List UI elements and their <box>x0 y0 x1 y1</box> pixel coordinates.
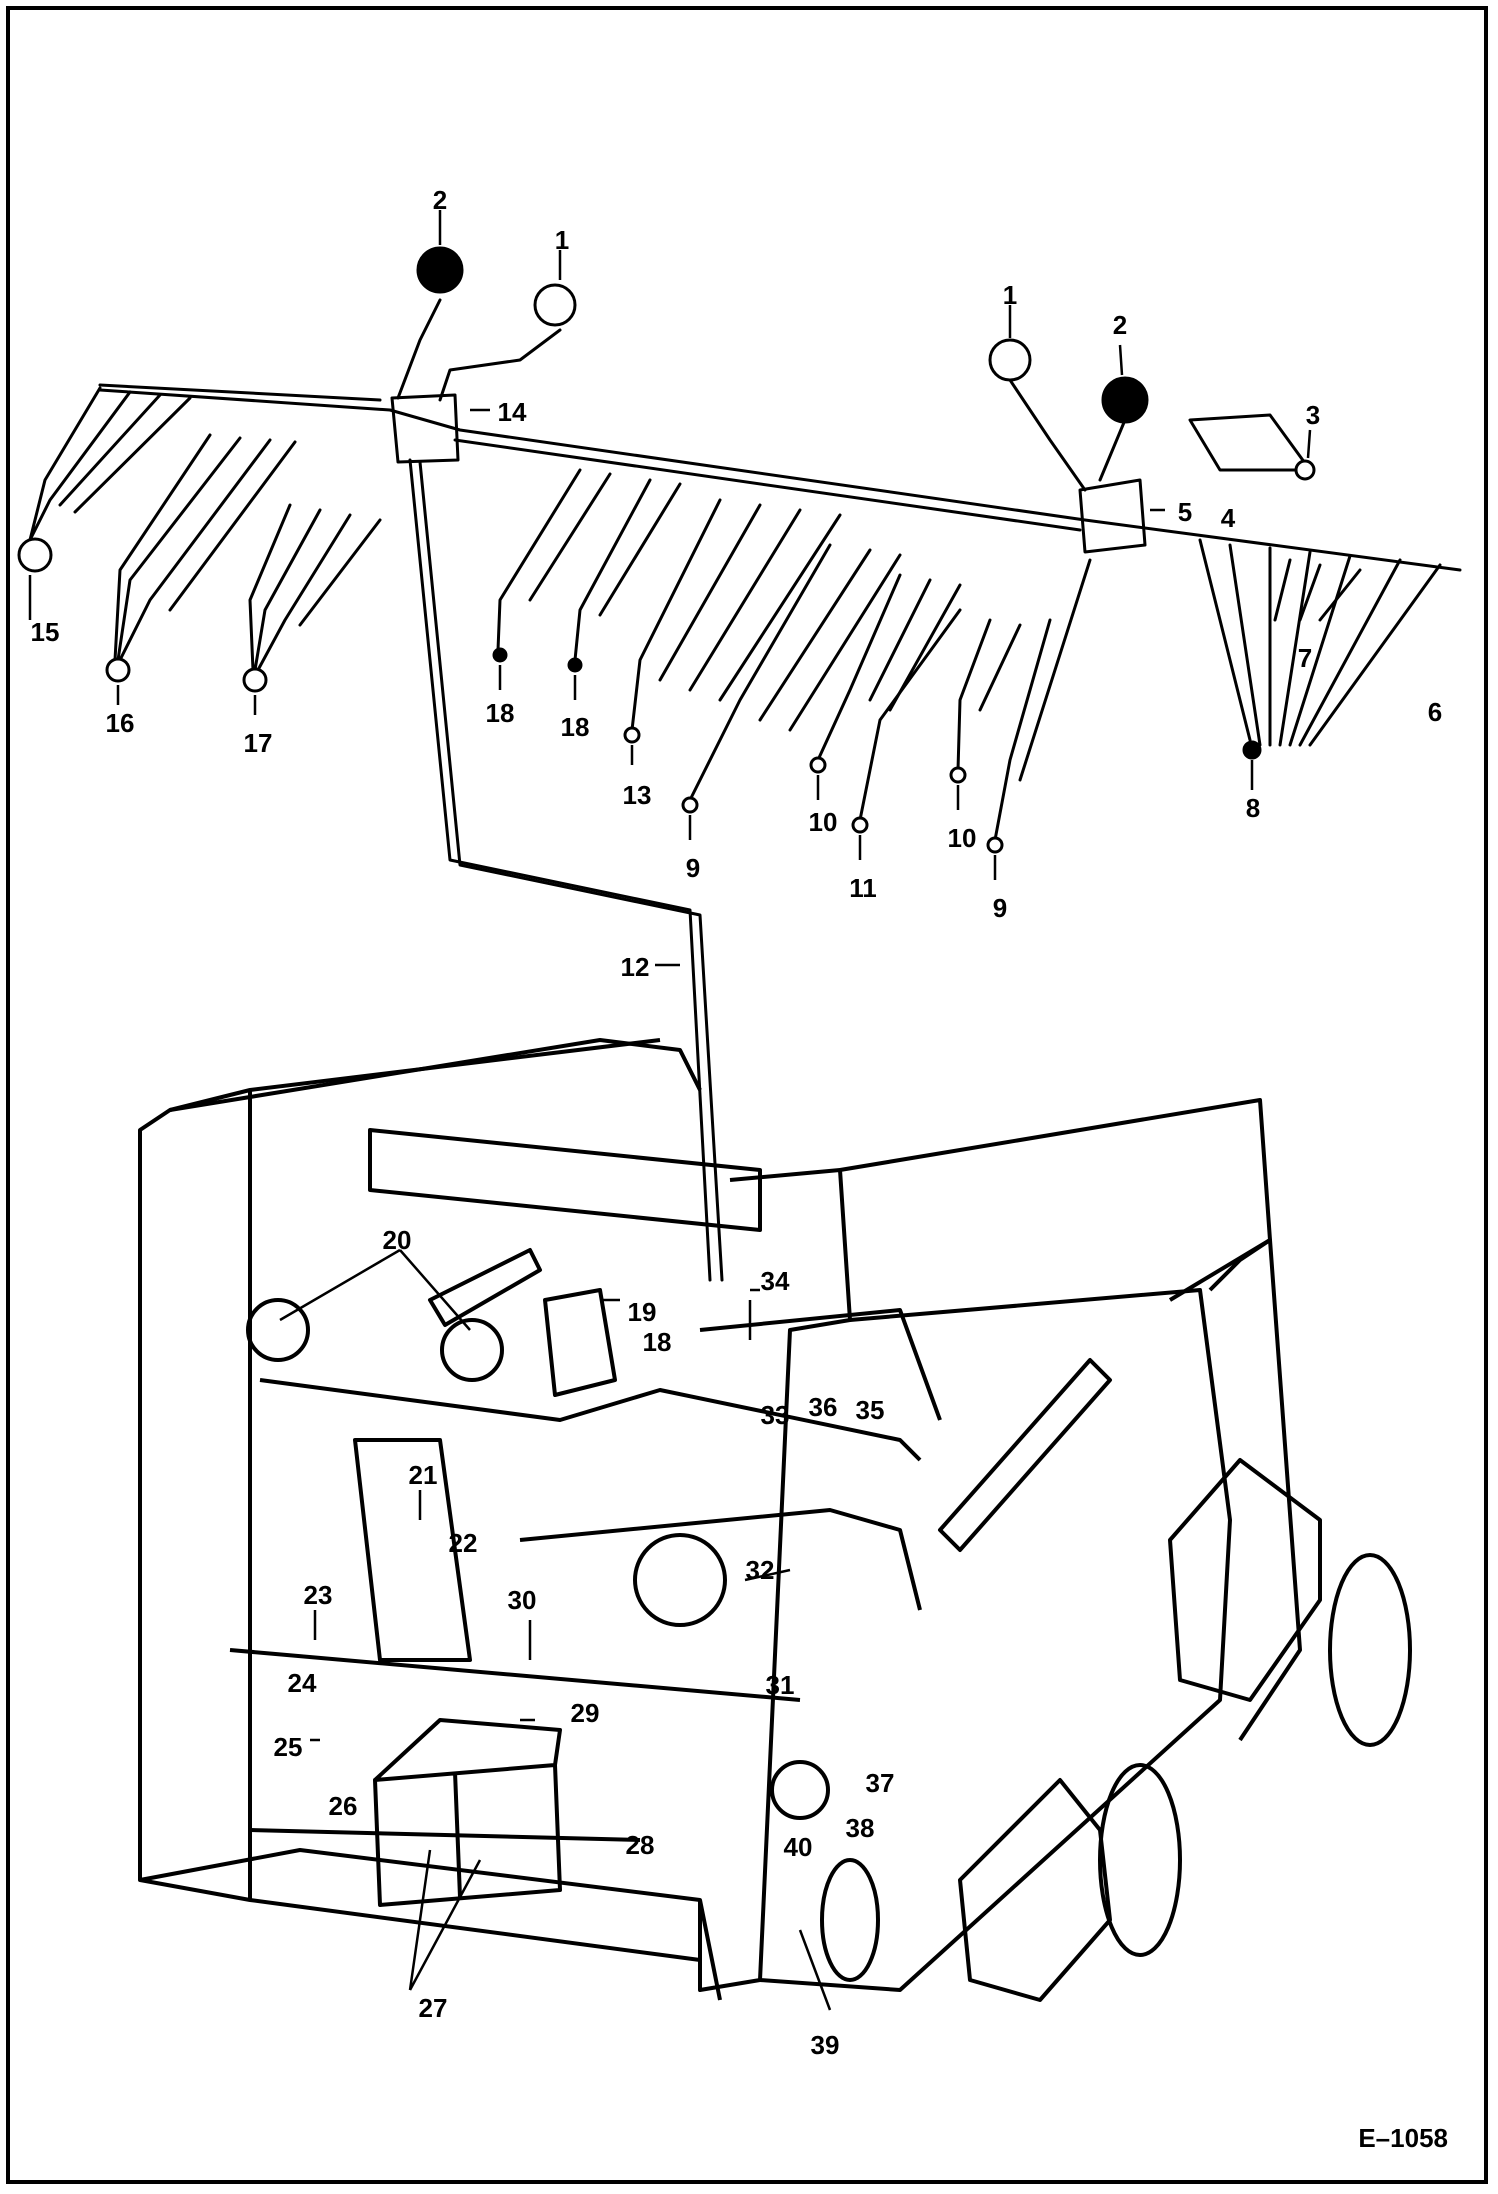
connector-17-icon <box>242 667 268 693</box>
callout-10-b: 10 <box>947 823 977 853</box>
crossmember <box>368 1128 762 1232</box>
harness-12 <box>408 458 712 1282</box>
callout-34: 34 <box>760 1266 790 1296</box>
callout-7: 7 <box>1297 643 1313 673</box>
harness-branch-15 <box>28 386 192 542</box>
bracket-5 <box>1078 478 1147 554</box>
callout-24: 24 <box>287 1668 317 1698</box>
access-hole <box>820 1858 880 1982</box>
lamp-20b-icon <box>440 1318 504 1382</box>
lamp-1-right-icon <box>988 338 1032 382</box>
callout-26: 26 <box>328 1791 358 1821</box>
callout-40: 40 <box>783 1832 813 1862</box>
callout-35: 35 <box>855 1395 885 1425</box>
harness-branch-9a <box>688 543 902 802</box>
callout-18-a: 18 <box>485 698 515 728</box>
callout-13: 13 <box>622 780 652 810</box>
harness-branch-16 <box>113 433 297 662</box>
callout-33: 33 <box>760 1400 790 1430</box>
callout-2-left: 2 <box>432 185 448 215</box>
harness-branch-7 <box>1273 558 1362 622</box>
lamp-2-right-icon <box>1101 376 1149 424</box>
callout-11: 11 <box>849 873 877 903</box>
callout-16: 16 <box>105 708 135 738</box>
callout-12: 12 <box>620 952 650 982</box>
starter-37 <box>770 1760 830 1820</box>
callout-6: 6 <box>1427 697 1443 727</box>
left-upright <box>138 1088 252 1902</box>
main-harness-trunk <box>98 388 1462 572</box>
callout-1-left: 1 <box>554 225 570 255</box>
callout-25: 25 <box>273 1732 303 1762</box>
callout-17: 17 <box>243 728 273 758</box>
callout-10-a: 10 <box>808 807 838 837</box>
callout-1-right: 1 <box>1002 280 1018 310</box>
callout-37: 37 <box>865 1768 895 1798</box>
callout-4: 4 <box>1220 503 1236 533</box>
callout-19: 19 <box>627 1297 657 1327</box>
callout-39: 39 <box>810 2030 840 2060</box>
callout-32: 32 <box>745 1555 775 1585</box>
wheel-hub-rear <box>1328 1553 1412 1747</box>
axle-housing-front <box>958 1778 1112 2002</box>
connector-16-icon <box>105 657 131 683</box>
callout-14: 14 <box>497 397 527 427</box>
harness-branch-13 <box>630 498 842 732</box>
connector-15-icon <box>17 537 53 573</box>
callout-29: 29 <box>570 1698 600 1728</box>
callout-21: 21 <box>408 1460 438 1490</box>
callout-36: 36 <box>808 1392 838 1422</box>
callout-27: 27 <box>418 1993 448 2023</box>
alternator-32 <box>633 1533 727 1627</box>
callout-22: 22 <box>448 1528 478 1558</box>
harness-branch-18a <box>496 468 612 652</box>
callout-9-b: 9 <box>992 893 1008 923</box>
radiator <box>353 1438 472 1662</box>
callout-8: 8 <box>1245 793 1261 823</box>
callout-30: 30 <box>507 1585 537 1615</box>
harness-branch-9b <box>993 558 1092 842</box>
callout-2-right: 2 <box>1112 310 1128 340</box>
bracket-14 <box>390 393 460 464</box>
lamp-1-left-icon <box>533 283 577 327</box>
harness-branch-11 <box>858 608 962 822</box>
tilt-cylinder <box>938 1358 1112 1552</box>
callout-20: 20 <box>382 1225 412 1255</box>
lamp-20a-icon <box>246 1298 310 1362</box>
lower-harness <box>229 1308 942 1842</box>
harness-branch-8 <box>1198 538 1442 747</box>
lamp-2-left-icon <box>416 246 464 294</box>
callout-38: 38 <box>845 1813 875 1843</box>
callout-18-c: 18 <box>642 1327 672 1357</box>
cylinder-20 <box>428 1248 542 1327</box>
callout-28: 28 <box>625 1830 655 1860</box>
harness-branch-10b <box>956 618 1022 772</box>
harness-branch-17 <box>248 503 382 672</box>
wheel-hub-front <box>1098 1763 1182 1957</box>
harness-branch-18b <box>573 478 682 662</box>
callout-5: 5 <box>1177 497 1193 527</box>
callout-23: 23 <box>303 1580 333 1610</box>
callout-3: 3 <box>1305 400 1321 430</box>
axle-housing-rear <box>1168 1458 1322 1702</box>
callout-9-a: 9 <box>685 853 701 883</box>
callout-18-b: 18 <box>560 712 590 742</box>
harness-branch-10a <box>816 573 962 762</box>
connector-3-icon <box>1294 459 1316 481</box>
callout-31: 31 <box>765 1670 795 1700</box>
callout-15: 15 <box>30 617 60 647</box>
pump-19 <box>543 1288 617 1397</box>
drawing-reference-number: E–1058 <box>1358 2123 1448 2153</box>
rear-frame <box>839 1098 1272 1302</box>
